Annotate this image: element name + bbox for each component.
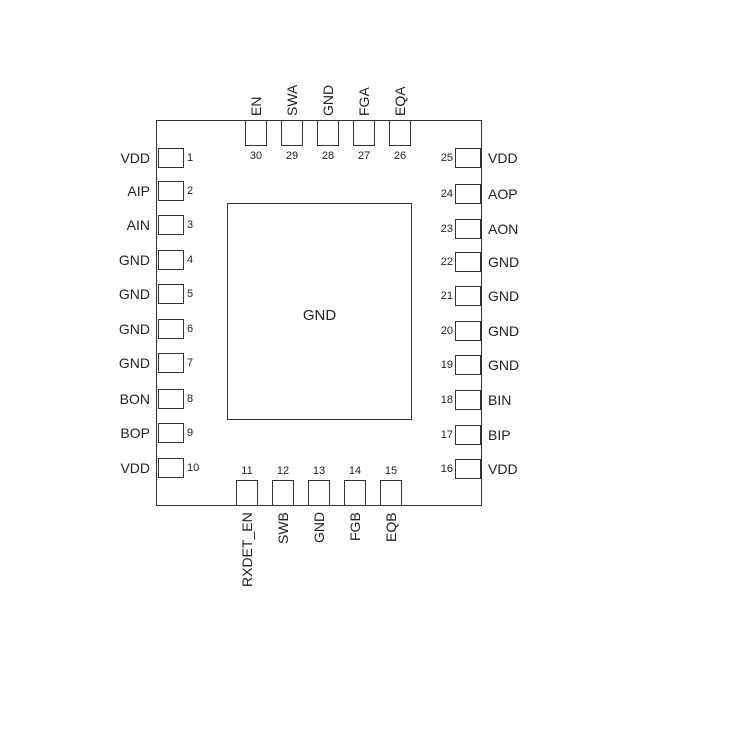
pin-name-bottom: GND xyxy=(311,511,327,543)
pin-name-right: GND xyxy=(488,254,520,270)
pin-name-top: SWA xyxy=(284,84,300,116)
pin-number-right: 20 xyxy=(440,325,453,337)
pin-pad-right xyxy=(455,390,481,410)
pin-name-top: EQA xyxy=(392,86,408,116)
pin-number-left: 4 xyxy=(187,254,194,266)
pin-name-right: GND xyxy=(488,357,520,373)
pin-name-left: BON xyxy=(119,391,150,407)
pin-number-top: 26 xyxy=(393,150,407,162)
exposed-pad-label: GND xyxy=(302,307,337,324)
pin-number-right: 24 xyxy=(440,188,453,200)
pin-number-right: 25 xyxy=(440,152,453,164)
pin-number-right: 21 xyxy=(440,290,453,302)
pin-pad-right xyxy=(455,425,481,445)
pin-number-left: 7 xyxy=(187,357,194,369)
pin-name-bottom: RXDET_EN xyxy=(239,512,255,587)
pin-number-right: 19 xyxy=(440,359,453,371)
pin-number-right: 16 xyxy=(440,463,453,475)
pin-pad-right xyxy=(455,459,481,479)
pin-pad-left xyxy=(158,284,184,304)
pin-number-left: 6 xyxy=(187,323,194,335)
pin-name-bottom: FGB xyxy=(347,512,363,541)
pin-name-bottom: EQB xyxy=(383,512,399,542)
pin-number-top: 28 xyxy=(321,150,335,162)
pin-name-bottom: SWB xyxy=(275,512,291,544)
pin-pad-right xyxy=(455,355,481,375)
pin-name-right: AOP xyxy=(488,186,518,202)
pin-pad-right xyxy=(455,148,481,168)
pin-pad-left xyxy=(158,181,184,201)
pin-pad-top xyxy=(245,120,267,146)
pin-pad-left xyxy=(158,215,184,235)
pin-pad-right xyxy=(455,184,481,204)
pin-number-right: 23 xyxy=(440,223,453,235)
pin-name-right: VDD xyxy=(488,461,518,477)
pin-number-left: 5 xyxy=(187,288,194,300)
pin-number-top: 29 xyxy=(285,150,299,162)
pin-pad-right xyxy=(455,321,481,341)
pin-number-bottom: 14 xyxy=(348,465,362,477)
pin-pad-left xyxy=(158,250,184,270)
pin-name-right: GND xyxy=(488,323,520,339)
pin-name-left: VDD xyxy=(120,150,150,166)
pin-pad-right xyxy=(455,286,481,306)
pin-name-left: AIP xyxy=(127,183,150,199)
pin-pad-bottom xyxy=(236,480,258,506)
pin-name-left: VDD xyxy=(120,460,150,476)
pin-name-left: GND xyxy=(118,286,150,302)
pin-name-left: AIN xyxy=(126,217,150,233)
pin-pad-left xyxy=(158,458,184,478)
pin-pad-bottom xyxy=(308,480,330,506)
pin-name-left: GND xyxy=(118,355,150,371)
pin-name-top: EN xyxy=(248,96,264,116)
pin-pad-bottom xyxy=(344,480,366,506)
pin-name-left: GND xyxy=(118,252,150,268)
pin-name-right: GND xyxy=(488,288,520,304)
pin-name-left: BOP xyxy=(120,425,150,441)
pin-pad-left xyxy=(158,389,184,409)
pin-name-right: VDD xyxy=(488,150,518,166)
pin-pad-left xyxy=(158,319,184,339)
pin-name-top: GND xyxy=(320,84,336,116)
pin-pad-left xyxy=(158,353,184,373)
pin-name-right: BIP xyxy=(488,427,511,443)
pin-name-top: FGA xyxy=(356,87,372,116)
pin-number-bottom: 12 xyxy=(276,465,290,477)
pin-number-right: 18 xyxy=(440,394,453,406)
exposed-thermal-pad xyxy=(227,203,412,420)
pin-pad-top xyxy=(353,120,375,146)
pin-pad-top xyxy=(281,120,303,146)
pin-name-right: AON xyxy=(488,221,519,237)
pin-number-left: 10 xyxy=(187,462,200,474)
pin-pad-bottom xyxy=(272,480,294,506)
pin-pad-top xyxy=(317,120,339,146)
pin-number-left: 2 xyxy=(187,185,194,197)
pin-pad-right xyxy=(455,219,481,239)
pin-number-right: 17 xyxy=(440,429,453,441)
pin-number-top: 30 xyxy=(249,150,263,162)
pin-name-right: BIN xyxy=(488,392,512,408)
pin-pad-left xyxy=(158,148,184,168)
pin-number-bottom: 15 xyxy=(384,465,398,477)
pin-name-left: GND xyxy=(118,321,150,337)
pin-number-top: 27 xyxy=(357,150,371,162)
pin-number-right: 22 xyxy=(440,256,453,268)
pin-number-bottom: 11 xyxy=(241,465,253,477)
pin-pad-right xyxy=(455,252,481,272)
pin-number-left: 3 xyxy=(187,219,194,231)
pin-number-bottom: 13 xyxy=(312,465,326,477)
pin-pad-bottom xyxy=(380,480,402,506)
pin-number-left: 8 xyxy=(187,393,194,405)
pin-number-left: 1 xyxy=(187,152,194,164)
pin-pad-left xyxy=(158,423,184,443)
pin-pad-top xyxy=(389,120,411,146)
pin-number-left: 9 xyxy=(187,427,194,439)
